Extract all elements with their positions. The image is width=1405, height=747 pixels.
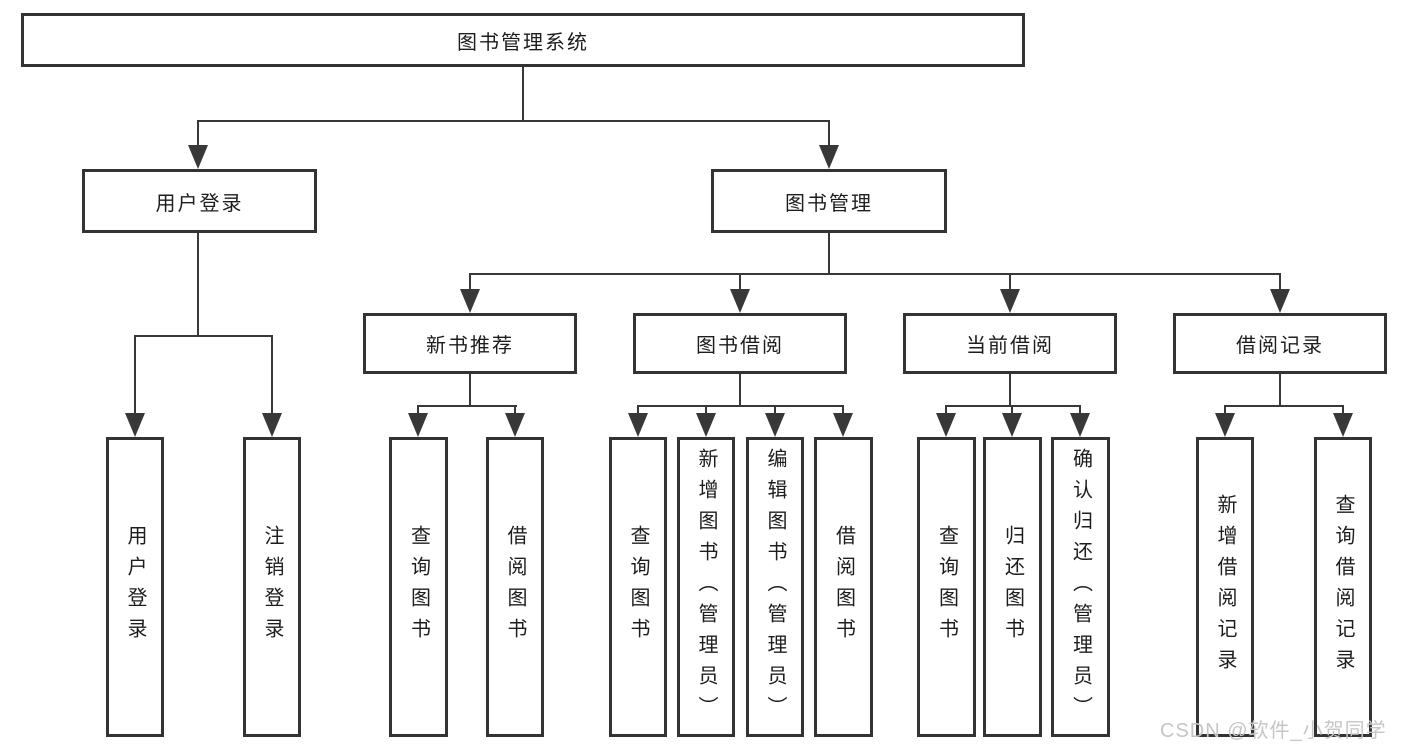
connector-to-leaf-logout bbox=[271, 335, 273, 415]
arrowhead-leaf-logout bbox=[262, 413, 282, 437]
connector-sec3-branch bbox=[1224, 405, 1344, 407]
connector-to-book-borrowing bbox=[739, 273, 741, 291]
node-new-book-recommend: 新书推荐 bbox=[363, 313, 577, 374]
connector-sec0-stem bbox=[469, 374, 471, 406]
leaf-cb-confirm-return-admin-label: 确认归还（管理员） bbox=[1069, 447, 1092, 727]
leaf-br-add-record: 新增借阅记录 bbox=[1196, 437, 1254, 737]
node-current-borrowing: 当前借阅 bbox=[903, 313, 1117, 374]
leaf-user-login-label: 用户登录 bbox=[124, 525, 146, 649]
leaf-rec-borrow-books-label: 借阅图书 bbox=[504, 525, 526, 649]
leaf-cb-return-books-label: 归还图书 bbox=[1001, 525, 1024, 649]
connector-sec2-stem bbox=[1009, 374, 1011, 406]
node-new-book-recommend-label: 新书推荐 bbox=[426, 335, 514, 357]
connector-root-branch bbox=[197, 120, 830, 122]
node-book-borrowing: 图书借阅 bbox=[633, 313, 847, 374]
connector-book-mgmt-stem bbox=[828, 233, 830, 275]
leaf-rec-query-books-label: 查询图书 bbox=[407, 525, 430, 649]
arrowhead-user-login bbox=[188, 145, 208, 169]
connector-sec2-leaf1 bbox=[1011, 405, 1013, 415]
connector-sec3-stem bbox=[1279, 374, 1281, 406]
arrowhead-sec3-leaf0 bbox=[1215, 413, 1235, 437]
node-library-system: 图书管理系统 bbox=[21, 13, 1025, 67]
node-book-management: 图书管理 bbox=[711, 169, 947, 233]
connector-sec1-branch bbox=[637, 405, 844, 407]
connector-sec0-leaf0 bbox=[417, 405, 419, 415]
leaf-br-query-record: 查询借阅记录 bbox=[1314, 437, 1372, 737]
arrowhead-current-borrowing bbox=[1000, 289, 1020, 313]
leaf-cb-return-books: 归还图书 bbox=[983, 437, 1042, 737]
arrowhead-sec1-leaf2 bbox=[765, 413, 785, 437]
connector-sec1-stem bbox=[739, 374, 741, 406]
connector-root-stem bbox=[522, 67, 524, 120]
node-user-login: 用户登录 bbox=[82, 169, 317, 233]
leaf-bb-query-books: 查询图书 bbox=[609, 437, 667, 737]
arrowhead-new-book-recommend bbox=[460, 289, 480, 313]
connector-to-book-management bbox=[828, 120, 830, 147]
node-borrowing-records-label: 借阅记录 bbox=[1236, 335, 1324, 357]
connector-sec2-leaf0 bbox=[945, 405, 947, 415]
watermark: CSDN @软件_小贺同学 bbox=[1160, 720, 1387, 742]
arrowhead-sec1-leaf1 bbox=[696, 413, 716, 437]
leaf-rec-borrow-books: 借阅图书 bbox=[486, 437, 544, 737]
leaf-bb-edit-books-admin: 编辑图书（管理员） bbox=[746, 437, 804, 737]
arrowhead-sec2-leaf1 bbox=[1002, 413, 1022, 437]
leaf-cb-confirm-return-admin: 确认归还（管理员） bbox=[1051, 437, 1110, 737]
leaf-cb-query-books: 查询图书 bbox=[917, 437, 976, 737]
leaf-br-query-record-label: 查询借阅记录 bbox=[1332, 494, 1354, 680]
connector-to-user-login bbox=[197, 120, 199, 147]
node-library-system-label: 图书管理系统 bbox=[457, 31, 589, 54]
connector-sec0-leaf1 bbox=[514, 405, 516, 415]
connector-sec1-leaf0 bbox=[637, 405, 639, 415]
connector-sec3-leaf0 bbox=[1224, 405, 1226, 415]
connector-sec1-leaf2 bbox=[774, 405, 776, 415]
leaf-rec-query-books: 查询图书 bbox=[389, 437, 448, 737]
arrowhead-sec0-leaf1 bbox=[505, 413, 525, 437]
node-book-management-label: 图书管理 bbox=[785, 192, 873, 215]
node-book-borrowing-label: 图书借阅 bbox=[696, 335, 784, 357]
arrowhead-sec2-leaf0 bbox=[936, 413, 956, 437]
arrowhead-leaf-user-login bbox=[125, 413, 145, 437]
arrowhead-sec3-leaf1 bbox=[1333, 413, 1353, 437]
connector-user-login-stem bbox=[197, 233, 199, 335]
arrowhead-sec1-leaf3 bbox=[833, 413, 853, 437]
leaf-bb-edit-books-admin-label: 编辑图书（管理员） bbox=[764, 447, 786, 727]
arrowhead-sec1-leaf0 bbox=[628, 413, 648, 437]
connector-sec2-branch bbox=[945, 405, 1081, 407]
leaf-logout: 注销登录 bbox=[243, 437, 301, 737]
connector-book-mgmt-branch bbox=[469, 273, 1281, 275]
connector-sec0-branch bbox=[417, 405, 517, 407]
arrowhead-book-borrowing bbox=[730, 289, 750, 313]
connector-to-current-borrowing bbox=[1009, 273, 1011, 291]
leaf-bb-borrow-books: 借阅图书 bbox=[814, 437, 873, 737]
node-current-borrowing-label: 当前借阅 bbox=[966, 335, 1054, 357]
connector-sec3-leaf1 bbox=[1342, 405, 1344, 415]
arrowhead-borrowing-records bbox=[1270, 289, 1290, 313]
connector-sec1-leaf3 bbox=[842, 405, 844, 415]
arrowhead-book-management bbox=[819, 145, 839, 169]
leaf-cb-query-books-label: 查询图书 bbox=[935, 525, 958, 649]
arrowhead-sec0-leaf0 bbox=[408, 413, 428, 437]
leaf-bb-add-books-admin: 新增图书（管理员） bbox=[677, 437, 735, 737]
connector-to-new-book-recommend bbox=[469, 273, 471, 291]
connector-to-leaf-user-login bbox=[134, 335, 136, 415]
leaf-user-login: 用户登录 bbox=[106, 437, 164, 737]
arrowhead-sec2-leaf2 bbox=[1070, 413, 1090, 437]
connector-user-login-branch bbox=[134, 335, 273, 337]
leaf-logout-label: 注销登录 bbox=[261, 525, 283, 649]
leaf-bb-borrow-books-label: 借阅图书 bbox=[832, 525, 855, 649]
connector-sec1-leaf1 bbox=[705, 405, 707, 415]
leaf-bb-query-books-label: 查询图书 bbox=[627, 525, 649, 649]
node-borrowing-records: 借阅记录 bbox=[1173, 313, 1387, 374]
connector-to-borrowing-records bbox=[1279, 273, 1281, 291]
node-user-login-label: 用户登录 bbox=[155, 192, 244, 215]
leaf-bb-add-books-admin-label: 新增图书（管理员） bbox=[695, 447, 717, 727]
leaf-br-add-record-label: 新增借阅记录 bbox=[1214, 494, 1236, 680]
connector-sec2-leaf2 bbox=[1079, 405, 1081, 415]
